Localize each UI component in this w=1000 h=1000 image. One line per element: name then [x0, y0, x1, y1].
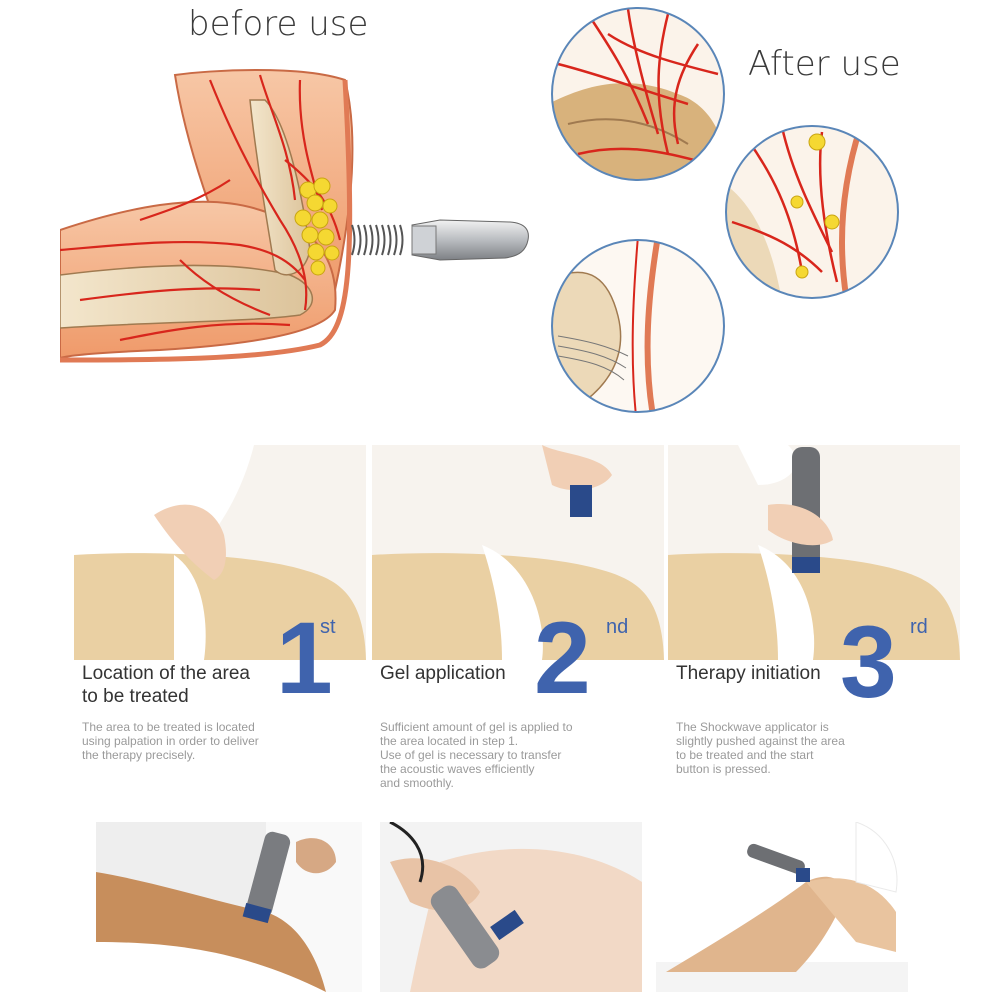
step-1-number: 1 — [276, 601, 333, 715]
step-1-description: The area to be treated is located using … — [82, 720, 259, 762]
step-2-title-line1: Gel application — [380, 663, 506, 684]
step-3-number: 3 — [840, 605, 897, 719]
step-2-image — [372, 445, 664, 660]
step-3-title: Therapy initiation — [676, 662, 821, 685]
after-use-circle-3 — [551, 239, 725, 413]
after-use-label: After use — [748, 44, 901, 84]
step-2-title: Gel application — [380, 662, 506, 685]
step-2-number: 2 — [534, 601, 591, 715]
step-1-image — [74, 445, 366, 660]
step-3-suffix: rd — [910, 616, 928, 638]
step-1-title-line1: Location of the area — [82, 663, 250, 684]
step-1-title: Location of the area to be treated — [82, 662, 250, 708]
before-use-label: before use — [188, 4, 369, 44]
step-2-description: Sufficient amount of gel is applied to t… — [380, 720, 573, 790]
after-use-circle-2 — [725, 125, 899, 299]
step-1-suffix: st — [320, 616, 336, 638]
photo-shoulder-treatment — [380, 822, 642, 992]
step-3-image — [668, 445, 960, 660]
photo-back-treatment — [96, 822, 362, 992]
elbow-anatomy-illustration — [60, 69, 529, 363]
step-3-description: The Shockwave applicator is slightly pus… — [676, 720, 845, 776]
step-2-suffix: nd — [606, 616, 629, 638]
photo-knee-treatment — [656, 822, 908, 992]
after-use-circle-1 — [551, 7, 725, 181]
step-3-title-line1: Therapy initiation — [676, 663, 821, 684]
step-1-title-line2: to be treated — [82, 686, 189, 707]
